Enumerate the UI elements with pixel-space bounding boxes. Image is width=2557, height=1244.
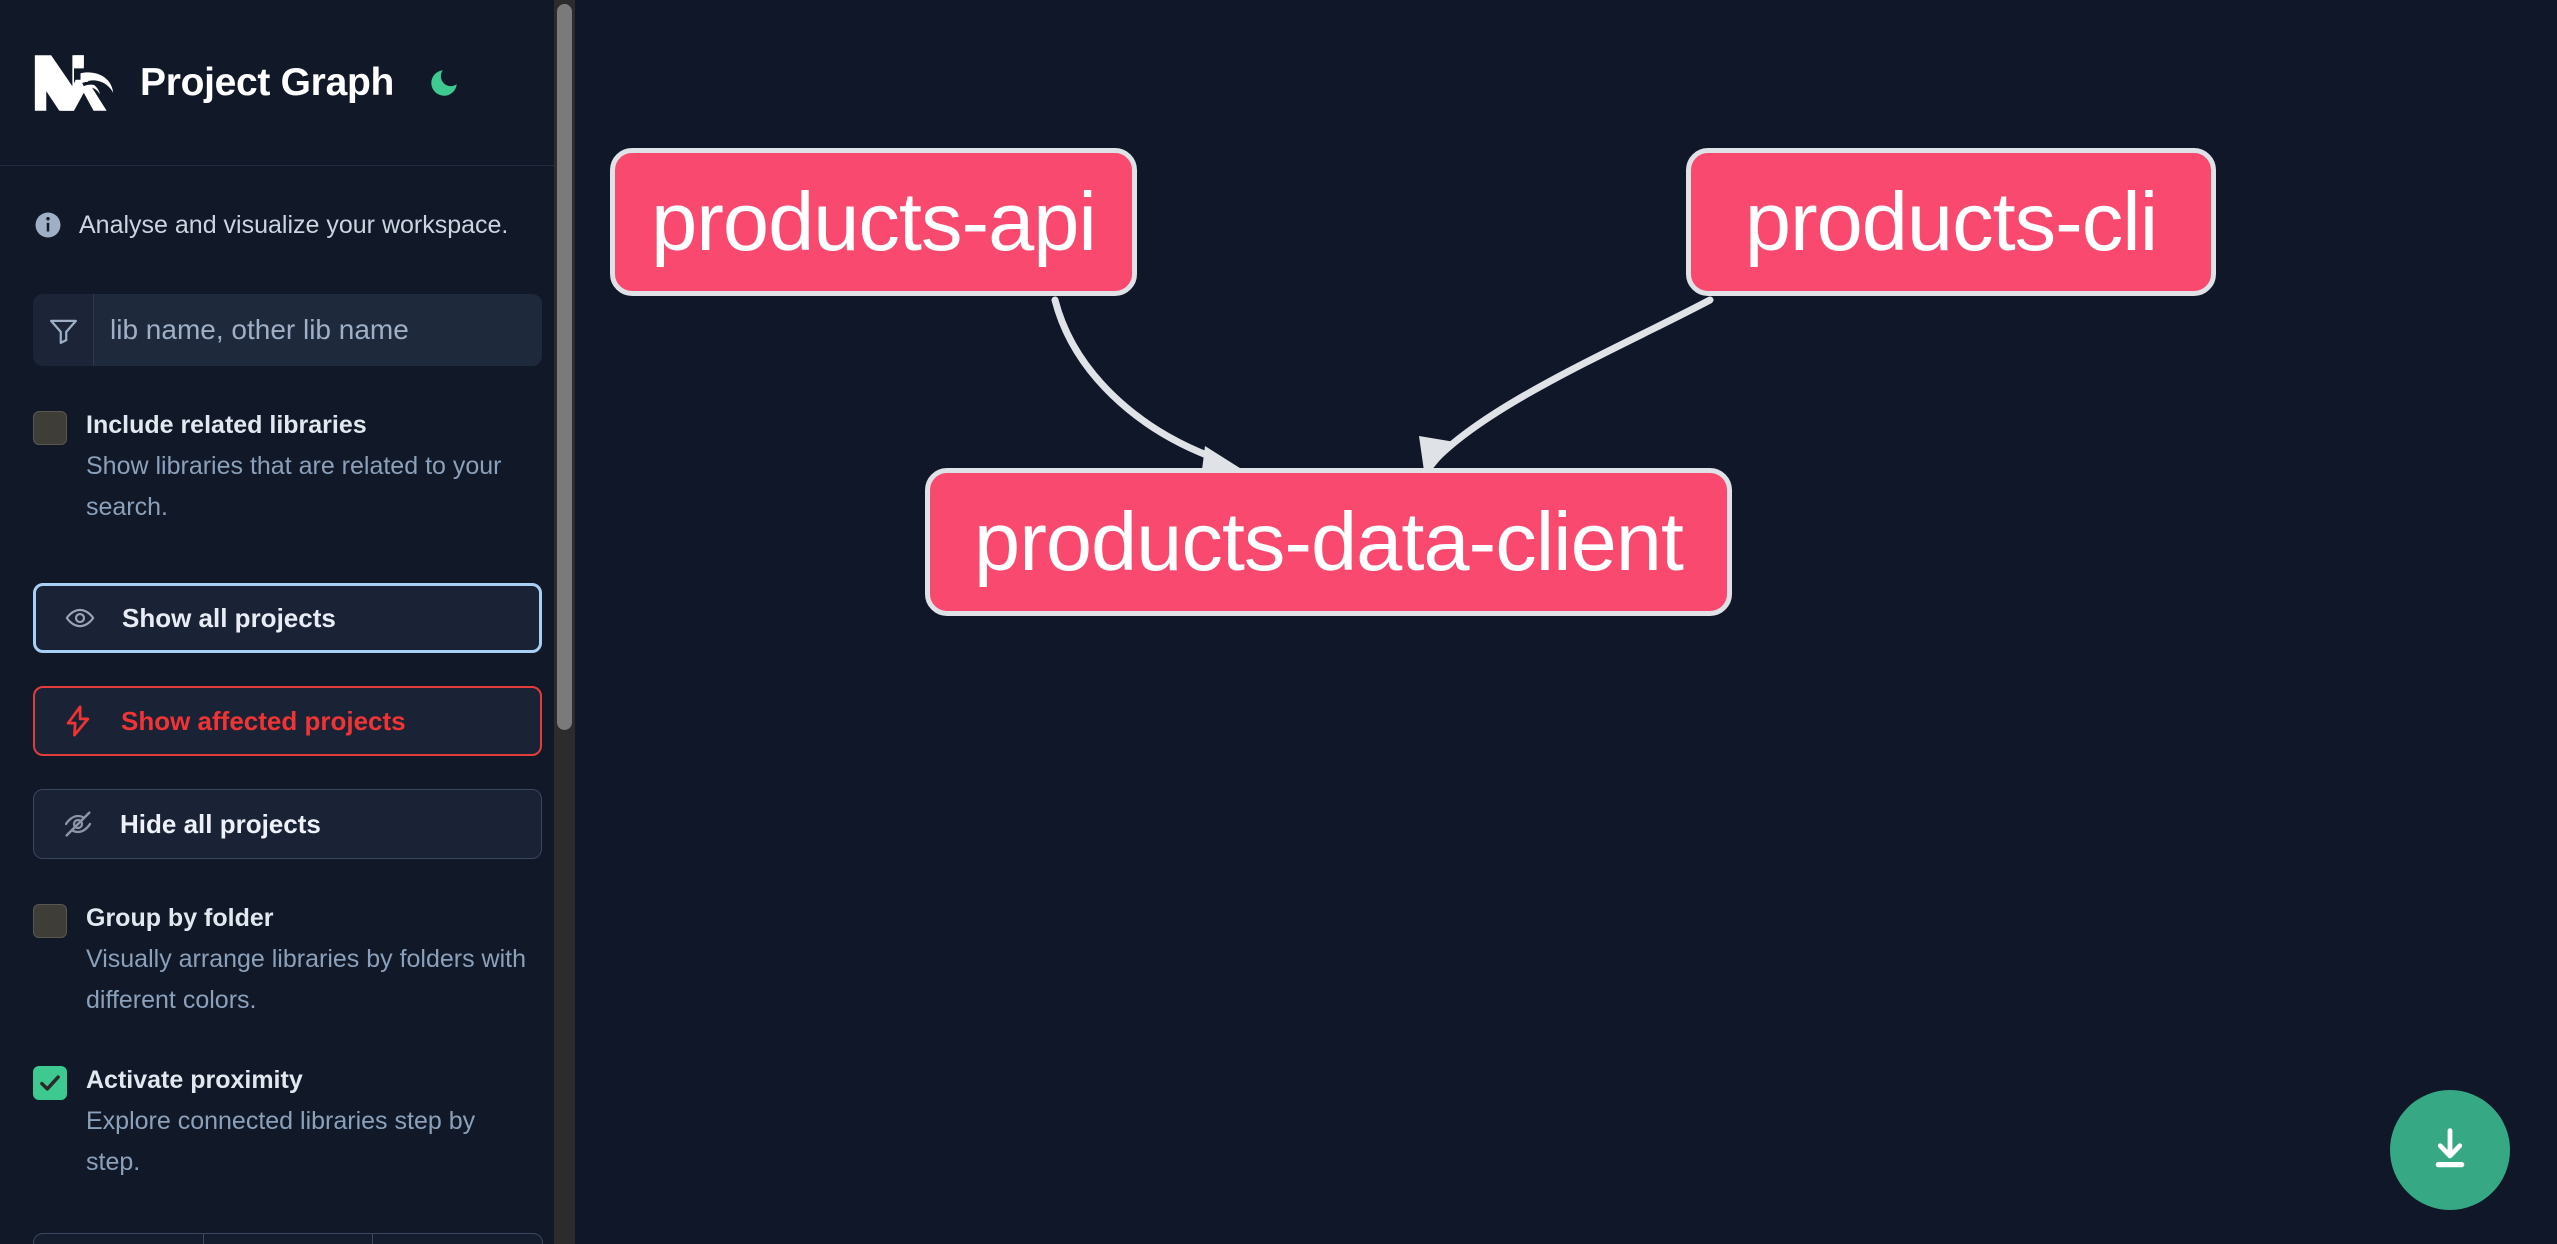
visibility-button-group: Show all projects Show affected projects (33, 583, 542, 859)
graph-node-products-api[interactable]: products-api (610, 148, 1137, 296)
sidebar-body: Analyse and visualize your workspace. In… (0, 166, 575, 1183)
checkbox-activate-proximity-label: Activate proximity (86, 1066, 303, 1094)
tagline: Analyse and visualize your workspace. (33, 166, 542, 240)
graph-node-products-data-client-label: products-data-client (974, 495, 1684, 588)
proximity-step-value[interactable] (204, 1234, 374, 1244)
lightning-icon (61, 704, 101, 738)
checkbox-include-related-libraries-label: Include related libraries (86, 411, 367, 439)
eye-icon (62, 601, 102, 635)
sidebar-scrollbar-thumb[interactable] (557, 4, 572, 730)
proximity-step-button-group[interactable] (33, 1233, 543, 1244)
proximity-step-decrease[interactable] (34, 1234, 204, 1244)
page-title: Project Graph (140, 60, 394, 104)
show-all-projects-label: Show all projects (122, 602, 336, 633)
graph-node-products-cli-label: products-cli (1744, 175, 2158, 268)
checkbox-group-by-folder-box[interactable] (33, 904, 67, 938)
checkbox-activate-proximity[interactable]: Activate proximity Explore connected lib… (33, 1063, 542, 1183)
info-icon (33, 210, 63, 240)
download-graph-button[interactable] (2390, 1090, 2510, 1210)
checkbox-include-related-libraries[interactable]: Include related libraries Show libraries… (33, 408, 542, 528)
nx-logo-icon (33, 52, 115, 114)
eye-off-icon (60, 807, 100, 841)
graph-node-products-data-client[interactable]: products-data-client (925, 468, 1732, 616)
proximity-step-increase[interactable] (373, 1234, 542, 1244)
filter-row (33, 294, 542, 366)
hide-all-projects-label: Hide all projects (120, 808, 321, 839)
hide-all-projects-button[interactable]: Hide all projects (33, 789, 542, 859)
graph-node-products-api-label: products-api (651, 175, 1097, 268)
checkbox-include-related-libraries-box[interactable] (33, 411, 67, 445)
graph-node-products-cli[interactable]: products-cli (1686, 148, 2216, 296)
checkbox-group-by-folder-label: Group by folder (86, 904, 274, 932)
moon-icon[interactable] (426, 65, 462, 101)
tagline-text: Analyse and visualize your workspace. (79, 210, 509, 239)
checkbox-activate-proximity-description: Explore connected libraries step by step… (86, 1107, 476, 1176)
edge-products-api-to-products-data-client (1051, 296, 1243, 478)
show-affected-projects-label: Show affected projects (121, 705, 406, 736)
show-all-projects-button[interactable]: Show all projects (33, 583, 542, 653)
sidebar-header: Project Graph (0, 0, 575, 166)
checkbox-group-by-folder-description: Visually arrange libraries by folders wi… (86, 945, 527, 1014)
download-icon (2424, 1123, 2476, 1178)
checkbox-include-related-libraries-description: Show libraries that are related to your … (86, 452, 502, 521)
edge-products-cli-to-products-data-client (1419, 296, 1714, 478)
show-affected-projects-button[interactable]: Show affected projects (33, 686, 542, 756)
filter-icon (33, 294, 94, 366)
graph-canvas[interactable]: products-api products-cli products-data-… (575, 0, 2557, 1244)
checkbox-activate-proximity-box[interactable] (33, 1066, 67, 1100)
checkbox-group-by-folder[interactable]: Group by folder Visually arrange librari… (33, 901, 542, 1021)
check-icon (40, 1075, 60, 1091)
sidebar: Project Graph Analyse and visualize your… (0, 0, 575, 1244)
search-input[interactable] (94, 294, 542, 366)
sidebar-scrollbar[interactable] (554, 0, 575, 1244)
